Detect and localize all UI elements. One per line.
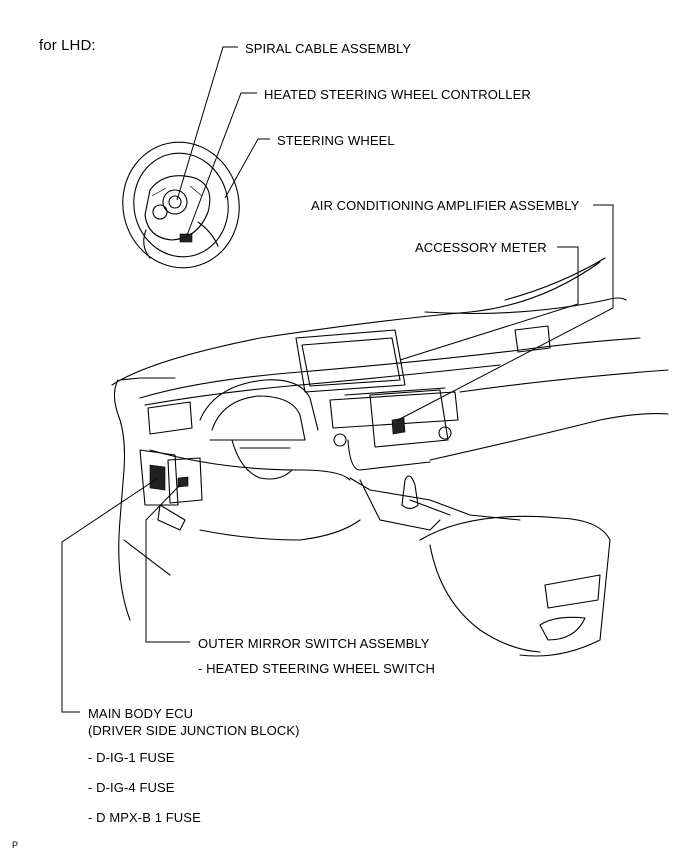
leader-lines	[61, 46, 614, 713]
label-heated-steering-wheel-switch: - HEATED STEERING WHEEL SWITCH	[198, 661, 436, 676]
label-steering-wheel: STEERING WHEEL	[277, 133, 395, 148]
dashboard-illustration	[111, 257, 669, 657]
label-air-conditioning-amplifier-assembly: AIR CONDITIONING AMPLIFIER ASSEMBLY	[311, 198, 580, 213]
steering-wheel-illustration	[122, 141, 240, 269]
label-driver-side-junction-block: (DRIVER SIDE JUNCTION BLOCK)	[88, 723, 300, 738]
label-spiral-cable-assembly: SPIRAL CABLE ASSEMBLY	[245, 41, 412, 56]
footer-code: P	[12, 840, 19, 850]
label-heated-steering-wheel-controller: HEATED STEERING WHEEL CONTROLLER	[264, 87, 531, 102]
label-accessory-meter: ACCESSORY METER	[415, 240, 547, 255]
page-title: for LHD:	[39, 37, 96, 54]
label-outer-mirror-switch-assembly: OUTER MIRROR SWITCH ASSEMBLY	[198, 636, 430, 651]
label-fuse-d-mpx-b-1: - D MPX-B 1 FUSE	[88, 810, 201, 825]
label-fuse-d-ig-1: - D-IG-1 FUSE	[88, 750, 175, 765]
label-main-body-ecu: MAIN BODY ECU	[88, 706, 194, 721]
label-fuse-d-ig-4: - D-IG-4 FUSE	[88, 780, 175, 795]
